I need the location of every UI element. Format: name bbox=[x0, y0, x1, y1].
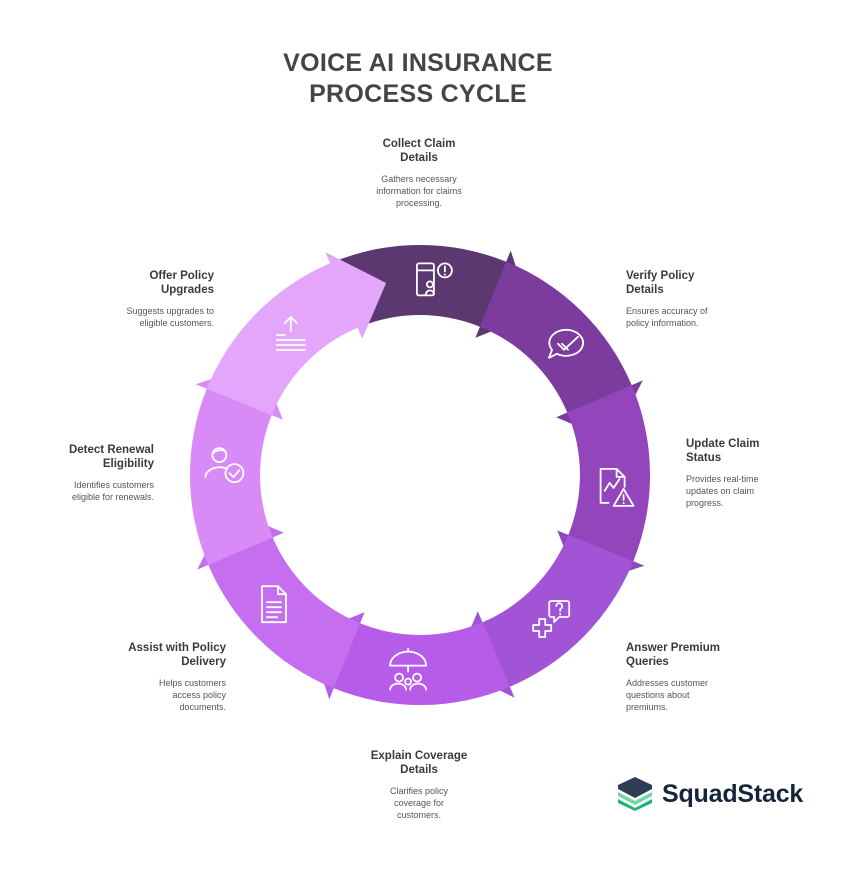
title-line-2: PROCESS CYCLE bbox=[309, 80, 527, 108]
cycle-arrow-segment bbox=[197, 508, 361, 689]
cycle-arrow-segment bbox=[557, 385, 651, 587]
diagram-title: VOICE AI INSURANCE PROCESS CYCLE bbox=[0, 48, 836, 110]
cycle-arrow-segment bbox=[453, 534, 634, 698]
check-bubble-icon bbox=[548, 328, 584, 359]
squadstack-logo-icon bbox=[618, 777, 652, 811]
title-line-1: VOICE AI INSURANCE bbox=[283, 49, 553, 77]
document-icon bbox=[261, 585, 287, 624]
document-warning-icon bbox=[599, 467, 635, 507]
mobile-alert-icon bbox=[415, 262, 453, 297]
cycle-arrow-segment bbox=[479, 261, 643, 442]
squadstack-logo: SquadStack bbox=[616, 777, 803, 811]
cycle-arrow-segment bbox=[308, 612, 510, 706]
user-check-icon bbox=[204, 447, 245, 483]
cycle-arrow-segment bbox=[206, 252, 387, 416]
umbrella-family-icon bbox=[389, 647, 428, 691]
squadstack-brand-name: SquadStack bbox=[662, 779, 804, 808]
medical-question-icon bbox=[532, 600, 571, 638]
upgrade-arrow-icon bbox=[275, 316, 306, 351]
